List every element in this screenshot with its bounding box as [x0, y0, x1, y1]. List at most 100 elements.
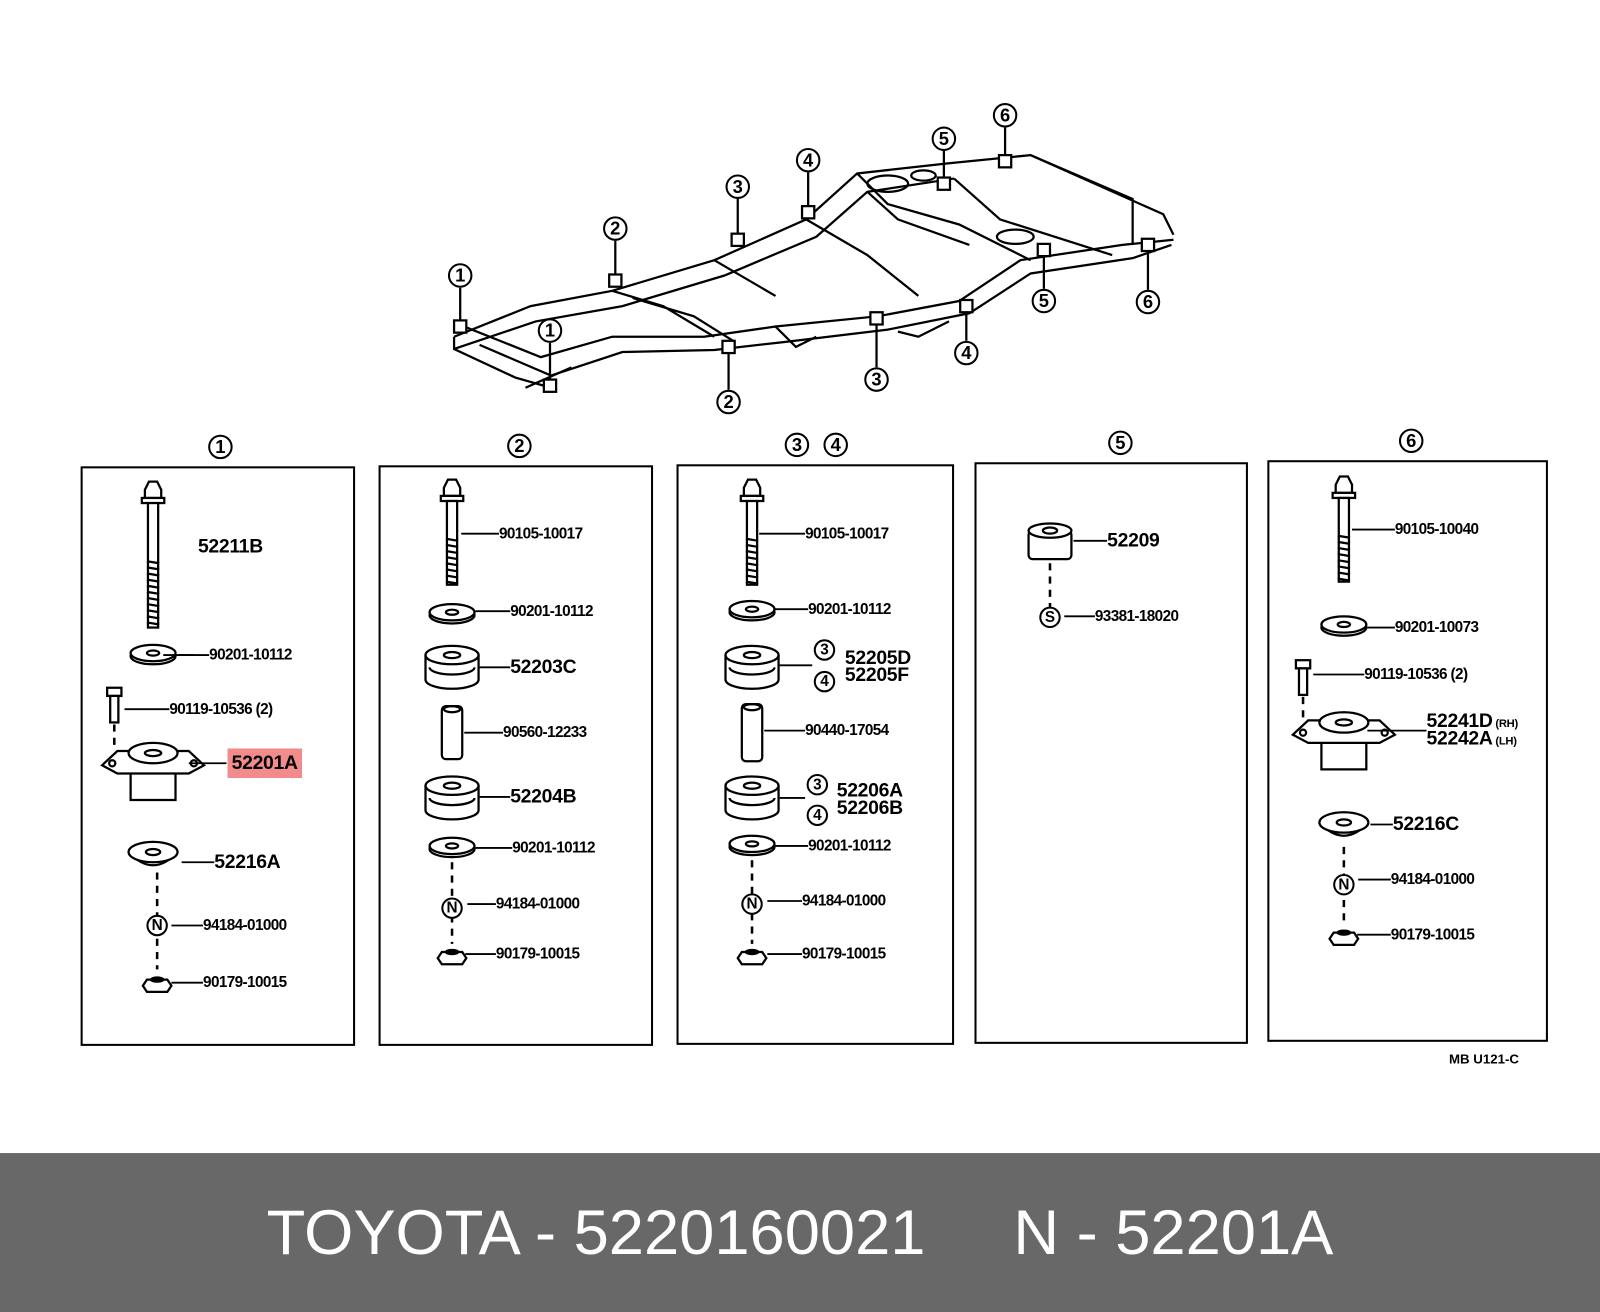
- bushing-top: [724, 644, 780, 666]
- nut-hole: [744, 948, 760, 956]
- part-number-label[interactable]: 90105-10040: [1394, 520, 1479, 539]
- part-number-label[interactable]: 52201A: [227, 748, 302, 779]
- panel-4: [974, 462, 1248, 1044]
- mount-cushion: [1318, 711, 1370, 734]
- bolt-shank: [109, 694, 120, 724]
- part-number-label[interactable]: 90179-10015: [1391, 927, 1475, 942]
- part-number-label[interactable]: 94184-01000: [802, 893, 886, 908]
- thread: [1337, 546, 1351, 552]
- frame-callout-4: 4: [954, 340, 979, 366]
- marker-S: S: [1039, 606, 1061, 629]
- part-number: 52206B: [836, 797, 903, 819]
- frame-callout-3: 3: [725, 174, 750, 199]
- part-number-label[interactable]: 94184-01000: [203, 918, 287, 933]
- part-number-label[interactable]: 52216C: [1393, 815, 1459, 834]
- cushion-hole: [1335, 818, 1353, 827]
- spacer-icon: [1027, 522, 1073, 561]
- frame-rail: [611, 289, 715, 338]
- washer-icon: [428, 602, 476, 625]
- part-number-label[interactable]: 52206A: [837, 781, 903, 800]
- part-number: 90440-17054: [805, 721, 889, 740]
- part-number-label[interactable]: 94184-01000: [495, 895, 580, 913]
- marker-N: N: [146, 914, 168, 937]
- marker-N: N: [441, 897, 463, 919]
- washer-top: [728, 599, 776, 619]
- part-number: 90105-10017: [805, 524, 889, 543]
- cushion-icon: [127, 840, 179, 867]
- thread: [146, 621, 160, 626]
- bolt-icon: [140, 480, 166, 629]
- part-number-label[interactable]: 90201-10112: [209, 647, 292, 662]
- footer-banner: TOYOTA - 5220160021 N - 52201A: [0, 1153, 1600, 1312]
- part-number: 93381-18020: [1094, 607, 1179, 625]
- part-number-label[interactable]: 52209: [1107, 531, 1160, 550]
- part-number-label[interactable]: 90201-10112: [510, 604, 593, 619]
- bushing-icon: [724, 644, 780, 690]
- part-number-label[interactable]: 90179-10015: [496, 946, 580, 961]
- bolt-shank: [745, 499, 759, 586]
- thread: [745, 568, 759, 573]
- part-number-label[interactable]: 90440-17054: [805, 721, 889, 740]
- part-number-label[interactable]: 90201-10112: [808, 602, 891, 617]
- part-number-label[interactable]: 52205F: [845, 666, 909, 685]
- part-number-label[interactable]: 52206B: [837, 798, 903, 817]
- mount-hole: [143, 748, 163, 758]
- part-number-label[interactable]: 90105-10017: [805, 524, 889, 543]
- part-number-label[interactable]: 90179-10015: [802, 945, 886, 963]
- thread: [445, 562, 459, 567]
- part-number-label[interactable]: 93381-18020: [1094, 607, 1179, 625]
- part-number: 52211B: [197, 536, 263, 558]
- panel-header-3: 3: [784, 432, 810, 458]
- part-number: 90201-10112: [512, 839, 595, 857]
- part-number-label[interactable]: 52216A: [214, 853, 280, 872]
- thread: [1337, 565, 1351, 570]
- thread: [745, 574, 759, 579]
- thread: [445, 543, 459, 549]
- bushing-icon: [424, 644, 480, 690]
- part-number: 90201-10112: [808, 837, 891, 855]
- marker-3: 3: [813, 639, 836, 661]
- part-number-label[interactable]: 94184-01000: [1391, 872, 1475, 887]
- part-number-label[interactable]: 90105-10017: [499, 526, 583, 541]
- part-number-label[interactable]: 90119-10536 (2): [1364, 665, 1468, 684]
- washer-hole: [444, 608, 460, 616]
- washer-top: [1320, 615, 1368, 634]
- part-number-label[interactable]: 52241D (RH): [1427, 712, 1519, 731]
- part-title: TOYOTA - 5220160021 N - 52201A: [266, 1197, 1334, 1268]
- part-number: 90105-10040: [1394, 520, 1479, 539]
- part-number-label[interactable]: 90179-10015: [203, 973, 287, 992]
- part-number: 90179-10015: [802, 945, 886, 963]
- marker-N: N: [741, 893, 763, 915]
- part-number-label[interactable]: 52204B: [510, 787, 576, 806]
- frame-hole: [910, 169, 937, 182]
- part-number-label[interactable]: 90201-10112: [808, 838, 891, 853]
- part-number-label[interactable]: 90560-12233: [503, 725, 587, 740]
- part-number-label[interactable]: 90201-10112: [512, 840, 595, 855]
- bushing-top: [424, 644, 480, 666]
- part-number-label[interactable]: 90119-10536 (2): [169, 702, 273, 717]
- panel-1: [80, 466, 356, 1046]
- washer-hole: [744, 840, 760, 848]
- part-number: 90179-10015: [203, 973, 287, 992]
- nut-body: [1328, 931, 1360, 947]
- frame-rail: [953, 177, 1113, 257]
- chassis-frame-drawing: [452, 127, 1175, 393]
- bolt-shank: [146, 501, 160, 629]
- body-mount: [1036, 242, 1052, 258]
- sleeve-icon: [440, 704, 464, 761]
- part-number-label[interactable]: 52205D: [845, 648, 911, 667]
- sleeve-top: [742, 702, 762, 712]
- thread: [745, 537, 759, 542]
- cushion-icon: [1318, 811, 1370, 837]
- thread: [146, 584, 160, 589]
- part-number: 90119-10536 (2): [1364, 665, 1468, 684]
- bolt-icon: [439, 478, 465, 586]
- part-number: 94184-01000: [495, 895, 580, 913]
- thread: [146, 602, 160, 608]
- part-number-label[interactable]: 52211B: [198, 537, 263, 556]
- part-number-label[interactable]: 90201-10073: [1395, 620, 1479, 635]
- frame-rail: [805, 218, 920, 297]
- part-number-label[interactable]: 52242A (LH): [1427, 729, 1517, 748]
- part-number-label[interactable]: 52203C: [510, 658, 576, 677]
